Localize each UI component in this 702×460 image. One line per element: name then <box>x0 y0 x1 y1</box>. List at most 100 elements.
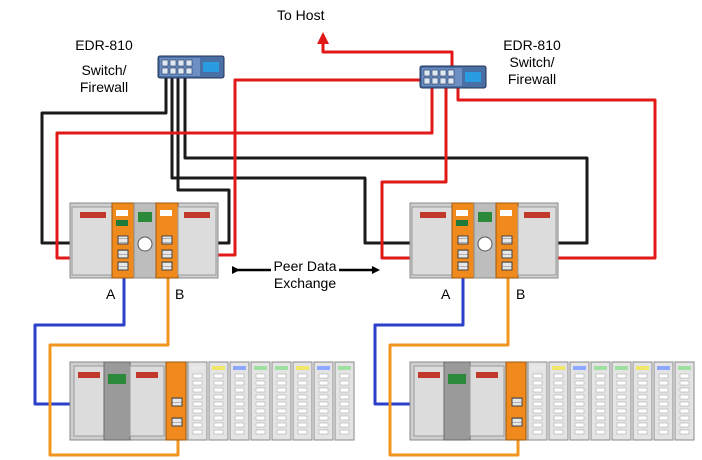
io-terminal <box>574 394 585 400</box>
io-terminal <box>318 387 329 393</box>
io-terminal <box>213 401 224 407</box>
switch-left-model: EDR-810 <box>75 37 133 53</box>
io-terminal <box>213 429 224 435</box>
io-module-tab <box>296 366 309 370</box>
wiring <box>33 42 657 457</box>
io-terminal <box>574 401 585 407</box>
io-terminal <box>255 429 266 435</box>
io-terminal <box>276 373 287 379</box>
io-terminal <box>255 422 266 428</box>
switch-left-role-line2: Firewall <box>79 79 129 95</box>
io-terminal <box>637 373 648 379</box>
io-terminal <box>339 394 350 400</box>
io-terminal <box>616 401 627 407</box>
io-terminal <box>339 380 350 386</box>
io-terminal <box>574 408 585 414</box>
peer-label-line2: Exchange <box>273 275 337 291</box>
io-terminal <box>616 429 627 435</box>
io-terminal <box>637 394 648 400</box>
io-module-card <box>527 361 548 441</box>
io-module-tab <box>212 366 225 370</box>
io-terminal <box>234 394 245 400</box>
io-module-tab <box>233 366 246 370</box>
io-terminal <box>192 429 203 435</box>
io-rack-left <box>69 361 189 441</box>
io-terminal <box>595 401 606 407</box>
io-terminal <box>616 373 627 379</box>
io-terminal <box>297 373 308 379</box>
io-module-card <box>653 361 674 441</box>
io-module-card <box>632 361 653 441</box>
io-terminal <box>213 408 224 414</box>
io-terminal <box>234 401 245 407</box>
io-terminal <box>297 422 308 428</box>
black-wire-left-ctrl-a <box>170 78 470 245</box>
controller-right-port-a-label: A <box>441 286 451 302</box>
io-rack-right <box>409 361 529 441</box>
io-terminal <box>553 394 564 400</box>
io-terminal <box>553 380 564 386</box>
io-terminal <box>318 408 329 414</box>
io-terminal <box>679 401 690 407</box>
io-terminal <box>679 422 690 428</box>
controller-rack-right <box>409 202 559 279</box>
io-terminal <box>276 401 287 407</box>
io-terminal <box>213 422 224 428</box>
io-terminal <box>658 422 669 428</box>
io-terminal <box>595 380 606 386</box>
io-terminal <box>234 415 245 421</box>
io-terminal <box>234 373 245 379</box>
io-terminal <box>658 394 669 400</box>
peer-label-line1: Peer Data <box>271 258 339 275</box>
edr-810-switch-right <box>419 65 487 89</box>
io-terminal <box>318 380 329 386</box>
io-terminal <box>192 408 203 414</box>
io-terminal <box>297 380 308 386</box>
io-terminal <box>339 429 350 435</box>
io-terminal <box>595 408 606 414</box>
io-terminal <box>595 373 606 379</box>
io-terminal <box>339 387 350 393</box>
io-terminal <box>297 408 308 414</box>
io-terminal <box>658 408 669 414</box>
io-module-tab <box>275 366 288 370</box>
io-terminal <box>255 401 266 407</box>
io-module-card <box>548 361 569 441</box>
io-terminal <box>276 380 287 386</box>
io-module-tab <box>657 366 670 370</box>
io-module-tab <box>573 366 586 370</box>
io-module-card <box>674 361 695 441</box>
io-terminal <box>532 422 543 428</box>
io-terminal <box>595 387 606 393</box>
io-terminal <box>192 394 203 400</box>
io-terminal <box>658 401 669 407</box>
io-terminal <box>339 373 350 379</box>
io-terminal <box>658 380 669 386</box>
io-terminal <box>532 415 543 421</box>
io-terminal <box>637 387 648 393</box>
io-terminal <box>234 387 245 393</box>
io-terminal <box>255 380 266 386</box>
io-terminal <box>574 387 585 393</box>
io-terminal <box>532 373 543 379</box>
io-terminal <box>234 380 245 386</box>
io-terminal <box>532 401 543 407</box>
io-modules-right <box>527 361 695 441</box>
io-terminal <box>616 380 627 386</box>
io-terminal <box>532 429 543 435</box>
switch-right-model: EDR-810 <box>503 37 561 53</box>
io-terminal <box>234 408 245 414</box>
edr-810-switch-left <box>157 55 225 79</box>
io-terminal <box>276 415 287 421</box>
io-terminal <box>595 422 606 428</box>
io-terminal <box>553 422 564 428</box>
io-terminal <box>553 387 564 393</box>
io-terminal <box>637 429 648 435</box>
io-terminal <box>679 387 690 393</box>
io-module-tab <box>317 366 330 370</box>
io-terminal <box>255 415 266 421</box>
peer-exchange-label: Peer Data Exchange <box>250 258 360 292</box>
controller-rack-left <box>69 202 219 279</box>
io-terminal <box>213 415 224 421</box>
io-module-card <box>250 361 271 441</box>
